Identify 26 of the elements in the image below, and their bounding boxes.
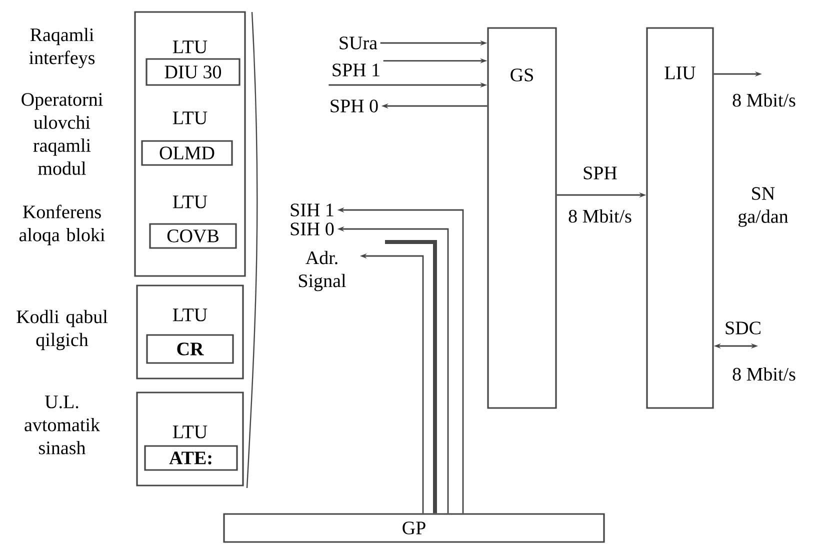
switch-box: GS [487,27,557,409]
rate-label: 8 Mbit/s [732,367,796,381]
signal-label: SIH 0 [290,222,334,236]
connector-line [385,240,437,514]
unit-box: OLMD [141,140,233,166]
bus-box: GP [223,513,605,543]
edge-label: SDC [724,320,762,336]
side-label: Konferens aloqa bloki [19,204,105,246]
signal-label: SPH 1 [332,64,380,76]
rate-label: 8 Mbit/s [732,93,796,107]
side-label: Kodli qabul qilgich [16,310,108,350]
side-label: Raqamli interfeys [29,28,95,68]
signal-label: SIH 1 [290,204,334,216]
side-label: U.L. avtomatik sinash [24,396,100,454]
rate-label: SN ga/dan [738,187,788,227]
interface-box: LIU [646,27,714,409]
unit-box: CR [146,334,234,364]
side-label: Operatorni ulovchi raqamli modul [22,93,103,175]
rate-label: 8 Mbit/s [568,209,632,223]
unit-box: DIU 30 [146,58,240,86]
unit-box: COVB [149,223,237,249]
signal-label: SUra [340,36,378,50]
edge-label: SPH [582,166,618,180]
signal-label: SPH 0 [330,100,378,112]
signal-label: Adr. Signal [299,250,346,292]
unit-box: ATE: [144,445,238,471]
